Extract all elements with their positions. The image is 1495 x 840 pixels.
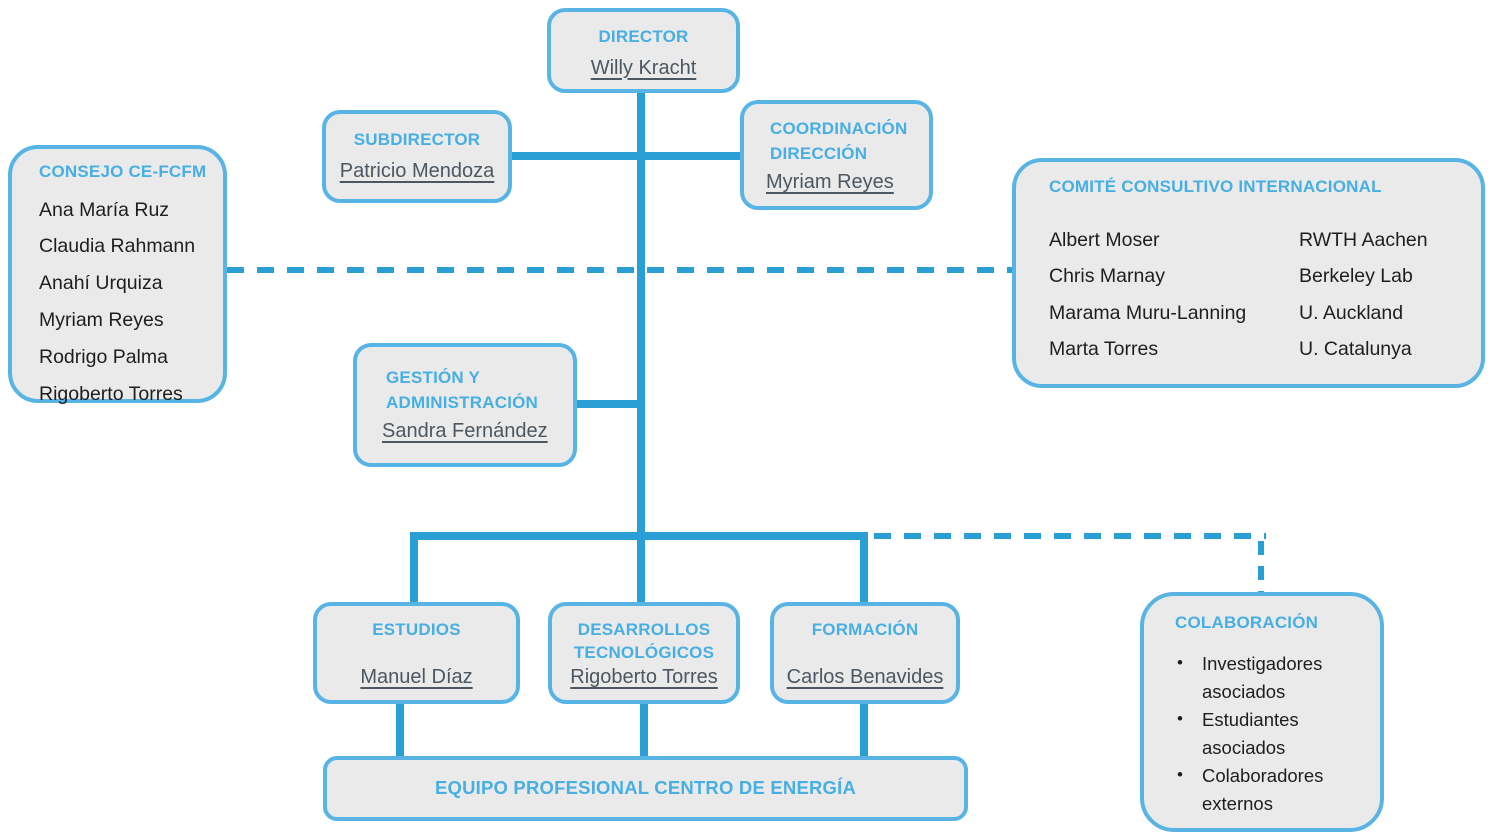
- equipo-title: EQUIPO PROFESIONAL CENTRO DE ENERGÍA: [434, 777, 857, 799]
- consejo-member: Rodrigo Palma: [39, 345, 168, 368]
- consejo-member-list: Ana María Ruz Claudia Rahmann Anahí Urqu…: [39, 192, 217, 413]
- node-director: DIRECTOR Willy Kracht: [547, 8, 740, 93]
- node-coordinacion-direccion: COORDINACIÓN DIRECCIÓN Myriam Reyes: [740, 100, 933, 210]
- subdirector-person-link[interactable]: Patricio Mendoza: [339, 159, 495, 182]
- estudios-person-link[interactable]: Manuel Díaz: [360, 666, 473, 688]
- connector-distribution-horizontal: [410, 532, 868, 540]
- node-estudios: ESTUDIOS Manuel Díaz: [313, 602, 520, 704]
- connector-estudios-drop-top: [410, 532, 418, 604]
- comite-member-row: Chris Marnay Berkeley Lab: [1049, 258, 1475, 295]
- consejo-title: CONSEJO CE-FCFM: [39, 162, 207, 181]
- comite-member-row: Marta Torres U. Catalunya: [1049, 331, 1475, 368]
- comite-title: COMITÉ CONSULTIVO INTERNACIONAL: [1049, 177, 1382, 196]
- connector-gestion-horizontal: [575, 400, 641, 408]
- connector-estudios-drop-bottom: [396, 702, 404, 758]
- colaboracion-item: Colaboradores externos: [1175, 761, 1352, 818]
- comite-member-affiliation: Berkeley Lab: [1299, 265, 1413, 288]
- node-gestion-administracion: GESTIÓN Y ADMINISTRACIÓN Sandra Fernánde…: [353, 343, 577, 467]
- gestion-title: GESTIÓN Y ADMINISTRACIÓN: [386, 368, 539, 412]
- node-comite-consultivo-internacional: COMITÉ CONSULTIVO INTERNACIONAL Albert M…: [1012, 158, 1485, 388]
- comite-member-name: Marta Torres: [1049, 338, 1159, 361]
- colaboracion-item: Estudiantes asociados: [1175, 705, 1352, 762]
- coordinacion-title: COORDINACIÓN DIRECCIÓN: [770, 119, 908, 163]
- node-colaboracion: COLABORACIÓN Investigadores asociados Es…: [1140, 592, 1384, 832]
- colaboracion-title: COLABORACIÓN: [1175, 613, 1319, 632]
- subdirector-title: SUBDIRECTOR: [353, 130, 481, 149]
- desarrollos-title: DESARROLLOS TECNOLÓGICOS: [573, 620, 715, 662]
- comite-member-list: Albert Moser RWTH Aachen Chris Marnay Be…: [1049, 222, 1475, 368]
- consejo-member: Myriam Reyes: [39, 309, 164, 332]
- comite-member-affiliation: U. Auckland: [1299, 301, 1404, 324]
- consejo-member: Rigoberto Torres: [39, 382, 183, 405]
- node-subdirector: SUBDIRECTOR Patricio Mendoza: [322, 110, 512, 203]
- formacion-person-link[interactable]: Carlos Benavides: [786, 666, 944, 688]
- estudios-title: ESTUDIOS: [372, 620, 461, 639]
- coordinacion-person-link[interactable]: Myriam Reyes: [766, 171, 894, 194]
- node-desarrollos-tecnologicos: DESARROLLOS TECNOLÓGICOS Rigoberto Torre…: [548, 602, 740, 704]
- connector-dashed-colaboracion-horizontal: [874, 533, 1266, 539]
- node-equipo-profesional: EQUIPO PROFESIONAL CENTRO DE ENERGÍA: [323, 756, 968, 821]
- connector-central-vertical: [637, 91, 645, 604]
- node-formacion: FORMACIÓN Carlos Benavides: [770, 602, 960, 704]
- comite-member-row: Albert Moser RWTH Aachen: [1049, 222, 1475, 259]
- comite-member-affiliation: RWTH Aachen: [1299, 228, 1428, 251]
- connector-dashed-colaboracion-vertical: [1258, 541, 1264, 594]
- connector-desarrollos-drop-bottom: [640, 702, 648, 758]
- consejo-member: Claudia Rahmann: [39, 235, 196, 258]
- connector-formacion-drop-top: [860, 532, 868, 604]
- colaboracion-item: Investigadores asociados: [1175, 649, 1352, 706]
- colaboracion-item-list: Investigadores asociados Estudiantes aso…: [1175, 649, 1374, 818]
- comite-member-name: Albert Moser: [1049, 228, 1160, 251]
- comite-member-name: Marama Muru-Lanning: [1049, 301, 1247, 324]
- consejo-member: Anahí Urquiza: [39, 272, 163, 295]
- desarrollos-person-link[interactable]: Rigoberto Torres: [570, 666, 718, 688]
- comite-member-row: Marama Muru-Lanning U. Auckland: [1049, 295, 1475, 332]
- formacion-title: FORMACIÓN: [811, 620, 919, 639]
- gestion-person-link[interactable]: Sandra Fernández: [382, 420, 548, 443]
- connector-subdirector-coordinacion-horizontal: [510, 152, 742, 160]
- director-title: DIRECTOR: [598, 27, 689, 46]
- comite-member-name: Chris Marnay: [1049, 265, 1165, 288]
- connector-formacion-drop-bottom: [860, 702, 868, 758]
- consejo-member: Ana María Ruz: [39, 198, 170, 221]
- node-consejo-ce-fcfm: CONSEJO CE-FCFM Ana María Ruz Claudia Ra…: [8, 145, 227, 405]
- comite-member-affiliation: U. Catalunya: [1299, 338, 1412, 361]
- director-person-link[interactable]: Willy Kracht: [590, 56, 697, 79]
- connector-dashed-consejo-comite: [227, 267, 1012, 273]
